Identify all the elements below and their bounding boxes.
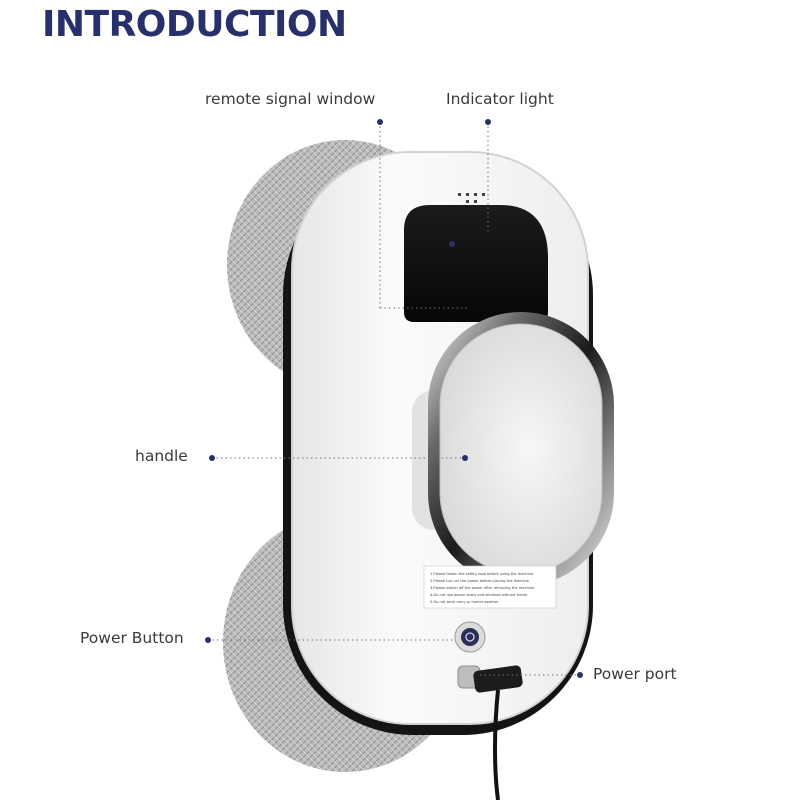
sticker-line: 4.Do not use above doors and windows wit…	[430, 593, 528, 597]
power-button[interactable]	[454, 621, 486, 653]
indicator-light	[458, 193, 485, 203]
sticker-line: 1.Please fasten the safety rope before u…	[430, 572, 534, 576]
handle[interactable]	[439, 323, 603, 575]
callout-indicator-light: Indicator light	[446, 90, 554, 108]
page-title: INTRODUCTION	[42, 4, 347, 45]
remote-signal-window	[404, 205, 548, 322]
power-icon	[465, 632, 475, 642]
callout-handle: handle	[135, 447, 188, 465]
callout-power-port: Power port	[593, 665, 677, 683]
callout-remote-signal-window: remote signal window	[205, 90, 376, 108]
sticker-line: 5.Do not work rainy or humid weather	[430, 600, 499, 604]
callout-power-button: Power Button	[80, 629, 184, 647]
remote-signal-sensor	[449, 241, 455, 247]
sticker-line: 3.Please switch off the power after remo…	[430, 586, 535, 590]
sticker-line: 2.Please turn on the power before placin…	[430, 579, 530, 583]
callout-dots	[205, 119, 583, 678]
power-plug	[473, 665, 523, 800]
instruction-sticker: 1.Please fasten the safety rope before u…	[423, 565, 557, 609]
callout-leaders	[208, 122, 580, 676]
